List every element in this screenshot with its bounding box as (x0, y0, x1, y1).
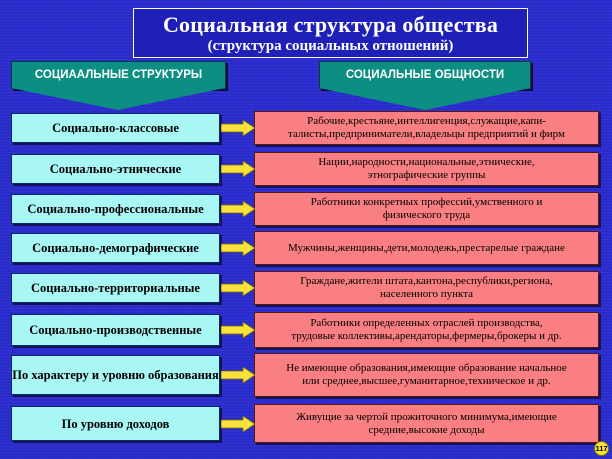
right-arrow-icon (221, 280, 255, 296)
structure-box: Социально-классовые (11, 113, 220, 143)
structure-box: По характеру и уровню образования (11, 355, 220, 395)
right-arrow-icon (221, 120, 255, 136)
structure-box: Социально-демографические (11, 233, 220, 263)
community-box: Работники определенных отраслей производ… (254, 312, 599, 348)
right-arrow-icon (221, 415, 255, 432)
title-box: Социальная структура общества (структура… (133, 8, 528, 58)
header-social-structures: СОЦИААЛЬНЫЕ СТРУКТУРЫ (11, 61, 226, 89)
community-box: Рабочие,крестьяне,интеллигенция,служащие… (254, 111, 599, 145)
community-box: Работники конкретных профессий,умственно… (254, 192, 599, 226)
community-box: Мужчины,женщины,дети,молодежь,престарелы… (254, 231, 599, 265)
right-arrow-icon (221, 240, 255, 256)
down-arrow-right-icon (319, 88, 531, 110)
right-arrow-icon (221, 201, 255, 217)
down-arrow-left-icon (11, 88, 225, 110)
right-arrow-icon (221, 322, 255, 338)
community-box: Живущие за чертой прожиточного минимума,… (254, 404, 599, 443)
page-title: Социальная структура общества (162, 12, 499, 37)
structure-box: Социально-территориальные (11, 273, 220, 303)
community-box: Граждане,жители штата,кантона,республики… (254, 271, 599, 305)
page-subtitle: (структура социальных отношений) (207, 38, 454, 54)
structure-box: Социально-профессиональные (11, 194, 220, 224)
header-social-communities: СОЦИАЛЬНЫЕ ОБЩНОСТИ (319, 61, 531, 89)
community-box: Нации,народности,национальные,этнические… (254, 152, 599, 186)
right-arrow-icon (221, 161, 255, 177)
right-arrow-icon (221, 367, 255, 383)
page-number-badge: 117 (594, 441, 609, 456)
community-box: Не имеющие образования,имеющие образован… (254, 353, 599, 397)
structure-box: Социально-этнические (11, 154, 220, 184)
structure-box: По уровню доходов (11, 406, 220, 441)
structure-box: Социально-производственные (11, 314, 220, 346)
